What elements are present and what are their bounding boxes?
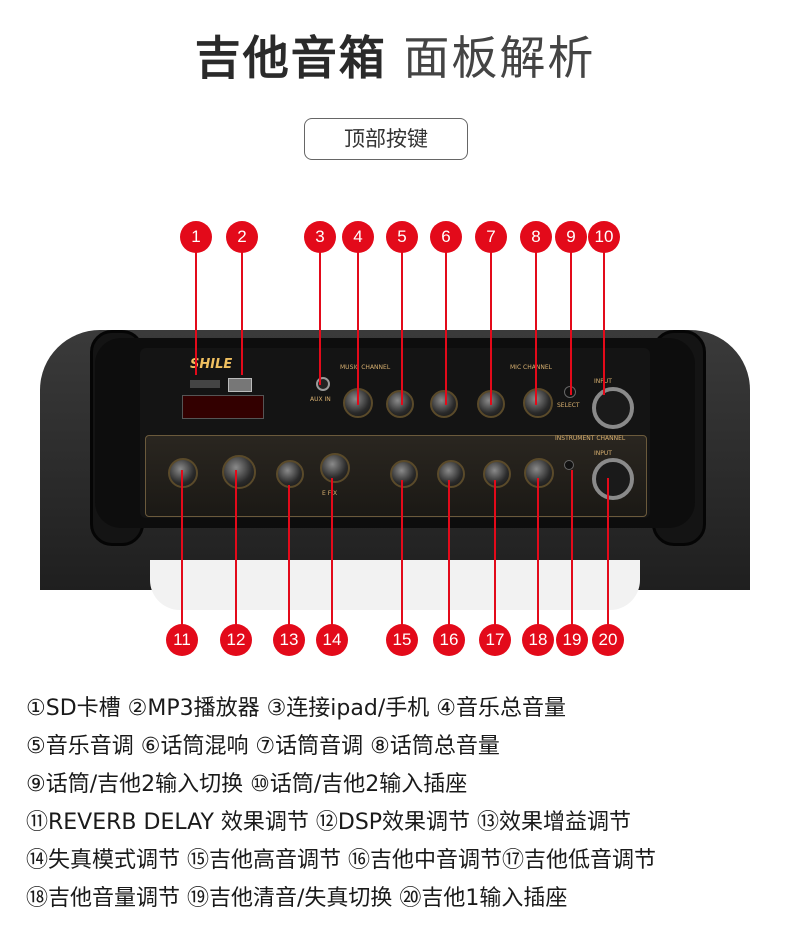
- callout-badge: 15: [386, 624, 418, 656]
- page-title: 吉他音箱 面板解析: [0, 22, 790, 88]
- input-label-top: INPUT: [594, 378, 612, 385]
- callout-line: [494, 480, 496, 625]
- callout-line: [401, 480, 403, 625]
- select-label: SELECT: [557, 402, 580, 409]
- callout-badge: 3: [304, 221, 336, 253]
- sd-slot: [190, 380, 220, 388]
- callout-line: [331, 478, 333, 625]
- callout-badge: 16: [433, 624, 465, 656]
- instrument-channel-label: INSTRUMENT CHANNEL: [555, 435, 626, 442]
- callout-badge: 20: [592, 624, 624, 656]
- callout-line: [603, 252, 605, 395]
- reverb-delay-knob[interactable]: [168, 458, 198, 488]
- description-line: ⑱吉他音量调节 ⑲吉他清音/失真切换 ⑳吉他1输入插座: [26, 886, 568, 911]
- guitar-volume-knob[interactable]: [524, 458, 554, 488]
- clean-efx-switch[interactable]: [564, 460, 574, 470]
- callout-badge: 9: [555, 221, 587, 253]
- callout-line: [570, 252, 572, 395]
- title-bold: 吉他音箱: [194, 31, 387, 85]
- callout-line: [607, 478, 609, 625]
- music-tone-knob[interactable]: [386, 390, 414, 418]
- callout-line: [195, 252, 197, 375]
- callout-line: [448, 480, 450, 625]
- middle-knob[interactable]: [437, 460, 465, 488]
- callout-line: [181, 470, 183, 625]
- mic-volume-knob[interactable]: [523, 388, 553, 418]
- amp-handle: [150, 560, 640, 610]
- dsp-effect-knob[interactable]: [222, 455, 256, 489]
- callout-line: [288, 485, 290, 625]
- callout-line: [535, 252, 537, 405]
- callout-badge: 17: [479, 624, 511, 656]
- input-jack-2[interactable]: [592, 387, 634, 429]
- description-line: ⑭失真模式调节 ⑮吉他高音调节 ⑯吉他中音调节⑰吉他低音调节: [26, 848, 656, 873]
- callout-line: [235, 470, 237, 625]
- description-line: ⑪REVERB DELAY 效果调节 ⑫DSP效果调节 ⑬效果增益调节: [26, 810, 632, 835]
- efx-label: E F X: [322, 490, 338, 497]
- callout-badge: 19: [556, 624, 588, 656]
- usb-port: [228, 378, 252, 392]
- callout-badge: 7: [475, 221, 507, 253]
- treble-knob[interactable]: [390, 460, 418, 488]
- mic-echo-knob[interactable]: [430, 390, 458, 418]
- callout-line: [319, 252, 321, 385]
- brand-logo: SHILE: [190, 357, 233, 372]
- callout-line: [537, 478, 539, 625]
- section-label: 顶部按键: [304, 118, 468, 160]
- description-line: ⑤音乐音调 ⑥话筒混响 ⑦话筒音调 ⑧话筒总音量: [26, 734, 500, 759]
- mic-channel-label: MIC CHANNEL: [510, 364, 552, 371]
- callout-line: [241, 252, 243, 375]
- input-label-bottom: INPUT: [594, 450, 612, 457]
- callout-badge: 10: [588, 221, 620, 253]
- description-line: ⑨话筒/吉他2输入切换 ⑩话筒/吉他2输入插座: [26, 772, 468, 797]
- music-channel-label: MUSIC CHANNEL: [340, 364, 391, 371]
- distortion-mode-knob[interactable]: [320, 453, 350, 483]
- callout-badge: 18: [522, 624, 554, 656]
- callout-line: [490, 252, 492, 405]
- callout-badge: 8: [520, 221, 552, 253]
- callout-line: [401, 252, 403, 405]
- amp-device: SHILE MUSIC CHANNEL MIC CHANNEL INSTRUME…: [40, 330, 750, 610]
- title-light: 面板解析: [403, 31, 596, 85]
- callout-badge: 11: [166, 624, 198, 656]
- callout-badge: 14: [316, 624, 348, 656]
- description-line: ①SD卡槽 ②MP3播放器 ③连接ipad/手机 ④音乐总音量: [26, 696, 566, 721]
- callout-line: [571, 470, 573, 625]
- bass-knob[interactable]: [483, 460, 511, 488]
- callout-badge: 1: [180, 221, 212, 253]
- callout-badge: 2: [226, 221, 258, 253]
- aux-in-label: AUX IN: [310, 396, 331, 403]
- callout-line: [445, 252, 447, 405]
- callout-badge: 6: [430, 221, 462, 253]
- callout-line: [357, 252, 359, 405]
- callout-badge: 12: [220, 624, 252, 656]
- gain-knob[interactable]: [276, 460, 304, 488]
- mp3-display: [182, 395, 264, 419]
- callout-badge: 4: [342, 221, 374, 253]
- callout-badge: 13: [273, 624, 305, 656]
- callout-badge: 5: [386, 221, 418, 253]
- input-jack-1[interactable]: [592, 458, 634, 500]
